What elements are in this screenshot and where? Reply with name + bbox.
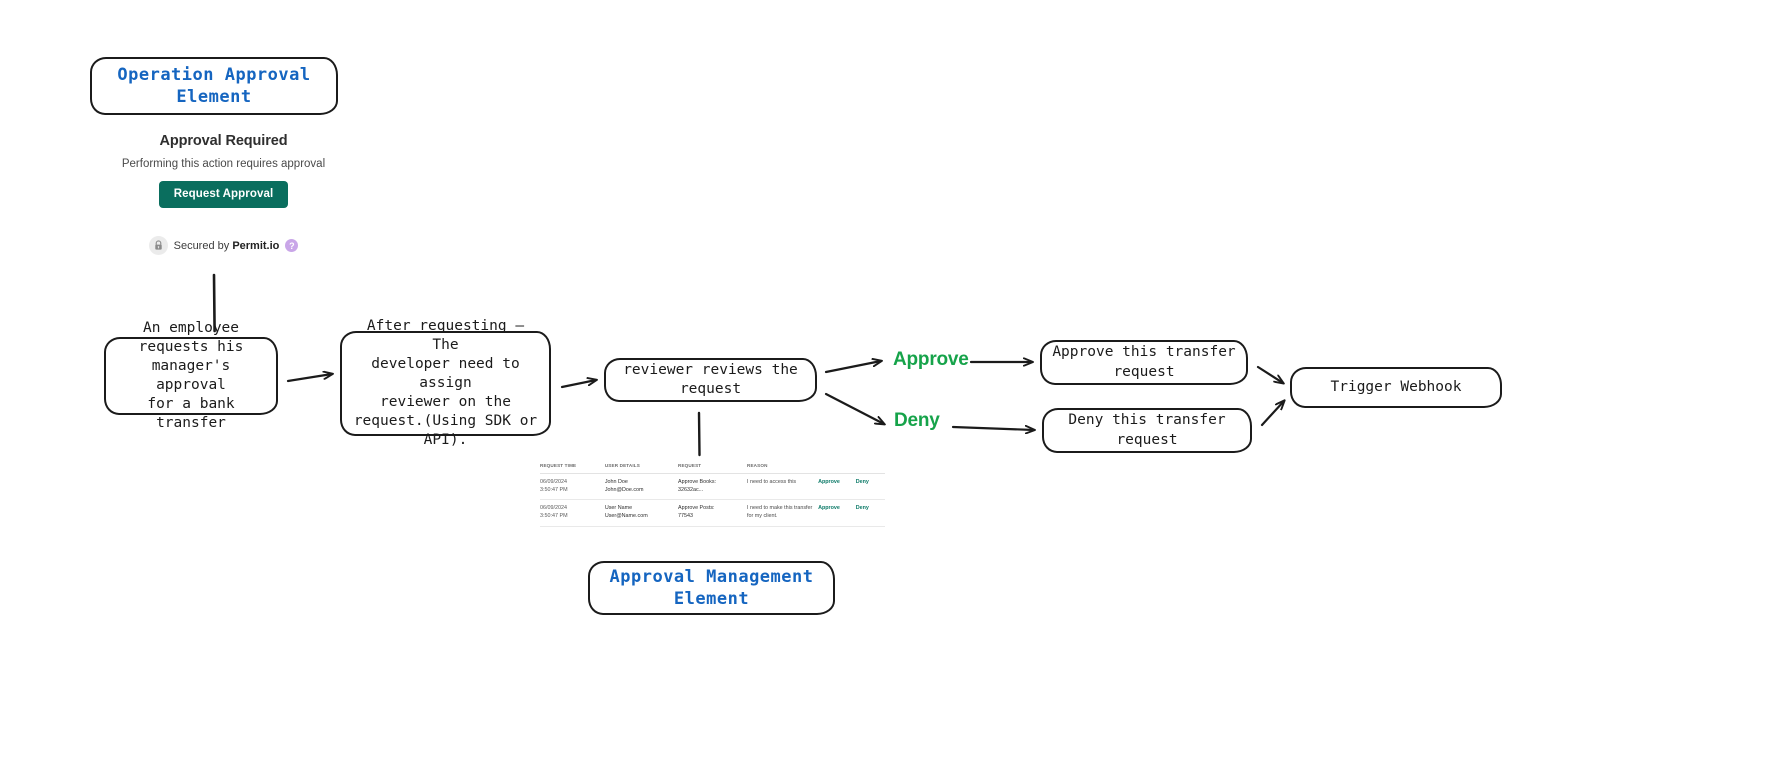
cell-request: Approve Books: 32632ac... bbox=[677, 473, 747, 501]
connector-afterrequest-to-reviewer bbox=[560, 380, 596, 389]
approval-requests-table: REQUEST TIME USER DETAILS REQUEST REASON… bbox=[540, 460, 885, 527]
connector-reviewer-to-approve bbox=[824, 361, 881, 374]
approval-table-header-row: REQUEST TIME USER DETAILS REQUEST REASON bbox=[540, 460, 885, 474]
approval-table-body: 06/09/2024 3:50:47 PM John Doe John@Doe.… bbox=[540, 473, 885, 527]
request-approval-button[interactable]: Request Approval bbox=[158, 181, 289, 208]
cell-user-details: User Name User@Name.com bbox=[604, 499, 678, 527]
secured-by-permit-row: Secured by Permit.io ? bbox=[86, 236, 361, 255]
col-header-deny-action bbox=[855, 460, 885, 474]
table-row: 06/09/2024 3:50:47 PM User Name User@Nam… bbox=[540, 499, 885, 527]
col-header-reason: REASON bbox=[746, 460, 819, 474]
cell-approve-action: Approve bbox=[818, 499, 856, 527]
connector-reviewer-to-table bbox=[697, 411, 701, 457]
col-header-approve-action bbox=[818, 460, 856, 474]
table-deny-link[interactable]: Deny bbox=[855, 479, 869, 485]
branch-label-deny: Deny bbox=[894, 410, 940, 431]
connector-reviewer-to-deny bbox=[824, 392, 884, 424]
cell-approve-action: Approve bbox=[818, 473, 856, 501]
cell-reason: I need to access this bbox=[746, 473, 819, 501]
cell-request-time: 06/09/2024 3:50:47 PM bbox=[540, 473, 605, 501]
node-trigger-webhook-text: Trigger Webhook bbox=[1330, 378, 1462, 395]
col-header-request-time: REQUEST TIME bbox=[540, 460, 605, 474]
node-employee-request-text: An employee requests his manager's appro… bbox=[138, 319, 244, 432]
cell-reason: I need to make this transfer for my clie… bbox=[746, 499, 819, 527]
node-deny-transfer-text: Deny this transfer request bbox=[1068, 412, 1226, 448]
node-reviewer-reviews-text: reviewer reviews the request bbox=[623, 361, 798, 397]
cell-request-time: 06/09/2024 3:50:47 PM bbox=[540, 499, 605, 527]
approval-management-element-label: Approval Management Element bbox=[609, 566, 814, 609]
connector-employee-to-afterrequest bbox=[286, 374, 332, 383]
node-employee-request: An employee requests his manager's appro… bbox=[104, 320, 278, 431]
approval-table-head: REQUEST TIME USER DETAILS REQUEST REASON bbox=[540, 460, 885, 474]
connector-approvetransfer-to-webhook bbox=[1256, 365, 1283, 383]
table-deny-link[interactable]: Deny bbox=[855, 505, 869, 512]
node-reviewer-reviews: reviewer reviews the request bbox=[604, 358, 817, 402]
connector-deny-to-transferbox bbox=[951, 427, 1034, 430]
cell-deny-action: Deny bbox=[855, 473, 885, 501]
permit-approval-widget: Approval Required Performing this action… bbox=[86, 133, 361, 255]
node-deny-transfer: Deny this transfer request bbox=[1042, 408, 1252, 453]
col-header-request: REQUEST bbox=[677, 460, 747, 474]
table-approve-link[interactable]: Approve bbox=[818, 505, 840, 512]
cell-deny-action: Deny bbox=[855, 499, 885, 527]
approval-required-subtitle: Performing this action requires approval bbox=[121, 158, 326, 170]
connector-denytransfer-to-webhook bbox=[1260, 401, 1284, 427]
lock-icon bbox=[148, 236, 168, 255]
help-icon[interactable]: ? bbox=[285, 239, 299, 252]
approval-required-title: Approval Required bbox=[159, 133, 288, 149]
table-row: 06/09/2024 3:50:47 PM John Doe John@Doe.… bbox=[540, 473, 885, 501]
node-approve-transfer: Approve this transfer request bbox=[1040, 340, 1248, 385]
operation-approval-element-label-box: Operation Approval Element bbox=[90, 57, 338, 115]
node-after-request-text: After requesting – The developer need to… bbox=[353, 317, 538, 449]
node-trigger-webhook: Trigger Webhook bbox=[1290, 367, 1502, 408]
cell-user-details: John Doe John@Doe.com bbox=[604, 473, 678, 501]
branch-label-approve: Approve bbox=[893, 349, 969, 370]
secured-prefix: Secured by bbox=[173, 239, 233, 252]
permit-brand: Permit.io bbox=[232, 239, 280, 252]
operation-element-label: Operation Approval Element bbox=[117, 64, 311, 107]
cell-request: Approve Posts: 77543 bbox=[677, 499, 747, 527]
col-header-user-details: USER DETAILS bbox=[604, 460, 678, 474]
secured-by-label: Secured by Permit.io bbox=[174, 240, 280, 252]
approval-management-element-label-box: Approval Management Element bbox=[588, 561, 835, 615]
table-approve-link[interactable]: Approve bbox=[818, 479, 840, 485]
node-approve-transfer-text: Approve this transfer request bbox=[1052, 344, 1236, 380]
node-after-request: After requesting – The developer need to… bbox=[340, 318, 551, 448]
